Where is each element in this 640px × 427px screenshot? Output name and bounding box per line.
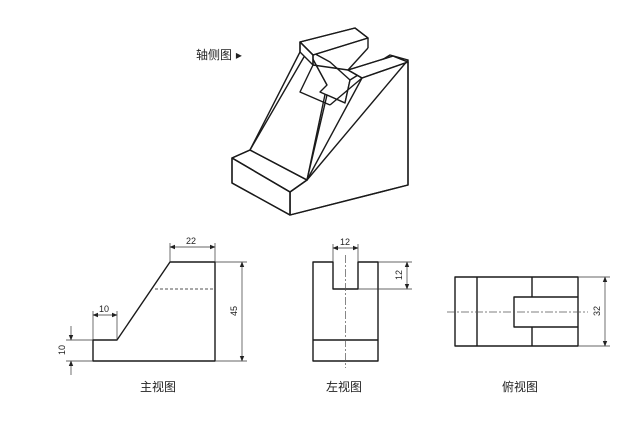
front-view xyxy=(93,262,215,361)
dim-left-slot-width: 12 xyxy=(340,237,351,247)
left-view xyxy=(313,255,378,368)
dim-front-step-width: 10 xyxy=(99,304,110,314)
top-view-label: 俯视图 xyxy=(502,380,539,394)
front-outline xyxy=(93,262,215,361)
dim-front-top-width: 22 xyxy=(186,236,197,246)
axonometric-label: 轴侧图 ▸ xyxy=(196,48,242,62)
front-dimensions xyxy=(66,243,247,375)
top-view xyxy=(447,277,588,346)
iso-slope-right xyxy=(307,55,408,180)
dim-front-height: 45 xyxy=(229,305,240,317)
top-dimensions xyxy=(578,276,610,347)
axonometric-edges xyxy=(232,28,408,215)
front-view-label: 主视图 xyxy=(140,380,177,394)
left-dimensions xyxy=(332,244,412,290)
dim-top-depth: 32 xyxy=(592,305,603,317)
dim-front-step-height: 10 xyxy=(57,344,68,356)
left-view-label: 左视图 xyxy=(326,380,363,394)
dim-left-slot-depth: 12 xyxy=(394,269,405,281)
axonometric-view xyxy=(232,28,408,215)
top-outline xyxy=(455,277,578,346)
